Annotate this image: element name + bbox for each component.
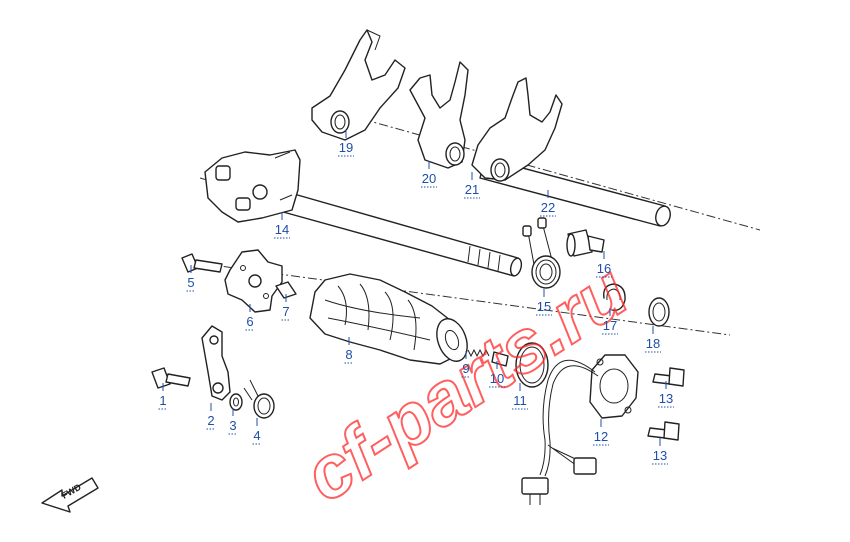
callout-9[interactable]: 9 — [461, 351, 471, 378]
callout-number[interactable]: 21 — [465, 182, 479, 197]
callout-10[interactable]: 10 — [489, 361, 505, 388]
callout-number[interactable]: 12 — [594, 429, 608, 444]
callout-12[interactable]: 12 — [593, 419, 609, 446]
callout-number[interactable]: 4 — [253, 428, 260, 443]
callout-14[interactable]: 14 — [274, 212, 290, 239]
callout-21[interactable]: 21 — [464, 172, 480, 199]
callout-18[interactable]: 18 — [645, 326, 661, 353]
callout-16[interactable]: 16 — [596, 251, 612, 278]
part-11-o-ring — [515, 342, 549, 388]
callout-number[interactable]: 22 — [541, 200, 555, 215]
callout-number[interactable]: 16 — [597, 261, 611, 276]
part-4-spring — [243, 379, 275, 419]
callout-number[interactable]: 19 — [339, 140, 353, 155]
callout-4[interactable]: 4 — [252, 418, 262, 445]
callout-number[interactable]: 7 — [282, 304, 289, 319]
callout-number[interactable]: 18 — [646, 336, 660, 351]
callout-number[interactable]: 8 — [345, 347, 352, 362]
callout-6[interactable]: 6 — [245, 304, 255, 331]
callout-22[interactable]: 22 — [540, 190, 556, 217]
callout-number[interactable]: 11 — [513, 393, 527, 408]
part-6-shift-cam — [224, 249, 283, 313]
part-7-pin — [275, 281, 297, 299]
callout-number[interactable]: 20 — [422, 171, 436, 186]
callout-20[interactable]: 20 — [421, 161, 437, 188]
callout-8[interactable]: 8 — [344, 337, 354, 364]
callout-19[interactable]: 19 — [338, 130, 354, 157]
callout-number[interactable]: 13 — [659, 391, 673, 406]
part-5-bolt — [181, 253, 223, 273]
callout-2[interactable]: 2 — [206, 403, 216, 430]
part-12-gear-position-sensor — [521, 354, 639, 505]
callout-17[interactable]: 17 — [602, 308, 618, 335]
part-14-gearshift-shaft — [204, 149, 523, 277]
callout-number[interactable]: 14 — [275, 222, 289, 237]
callout-number[interactable]: 5 — [187, 275, 194, 290]
part-9-spring — [467, 348, 490, 358]
part-20-shift-fork — [409, 61, 469, 169]
callout-number[interactable]: 2 — [207, 413, 214, 428]
callout-1[interactable]: 1 — [158, 383, 168, 410]
callout-number[interactable]: 17 — [603, 318, 617, 333]
part-13-bolt-lower — [647, 421, 680, 441]
callout-13b[interactable]: 13 — [652, 438, 668, 465]
part-3-washer — [229, 393, 243, 411]
part-2-stopper-arm — [201, 325, 231, 401]
part-16-stopper-pin — [566, 229, 605, 257]
part-10-pin — [491, 351, 509, 367]
callout-11[interactable]: 11 — [512, 383, 528, 410]
callout-number[interactable]: 10 — [490, 371, 504, 386]
part-13-bolt-upper — [652, 367, 685, 387]
callout-number[interactable]: 15 — [537, 299, 551, 314]
part-15-return-spring — [522, 217, 561, 289]
callout-7[interactable]: 7 — [281, 294, 291, 321]
part-8-shift-drum — [309, 273, 468, 365]
part-19-shift-fork — [311, 29, 406, 141]
fwd-arrow-icon: FWD — [41, 477, 99, 513]
part-18-washer — [648, 297, 670, 327]
callout-number[interactable]: 6 — [246, 314, 253, 329]
callout-3[interactable]: 3 — [228, 408, 238, 435]
callout-number[interactable]: 13 — [653, 448, 667, 463]
callout-15[interactable]: 15 — [536, 289, 552, 316]
callout-number[interactable]: 1 — [159, 393, 166, 408]
callout-number[interactable]: 3 — [229, 418, 236, 433]
callout-5[interactable]: 5 — [186, 265, 196, 292]
part-17-circlip — [603, 283, 626, 311]
part-21-shift-fork — [471, 77, 563, 182]
part-1-bolt — [151, 367, 191, 389]
callout-13a[interactable]: 13 — [658, 381, 674, 408]
callout-number[interactable]: 9 — [462, 361, 469, 376]
